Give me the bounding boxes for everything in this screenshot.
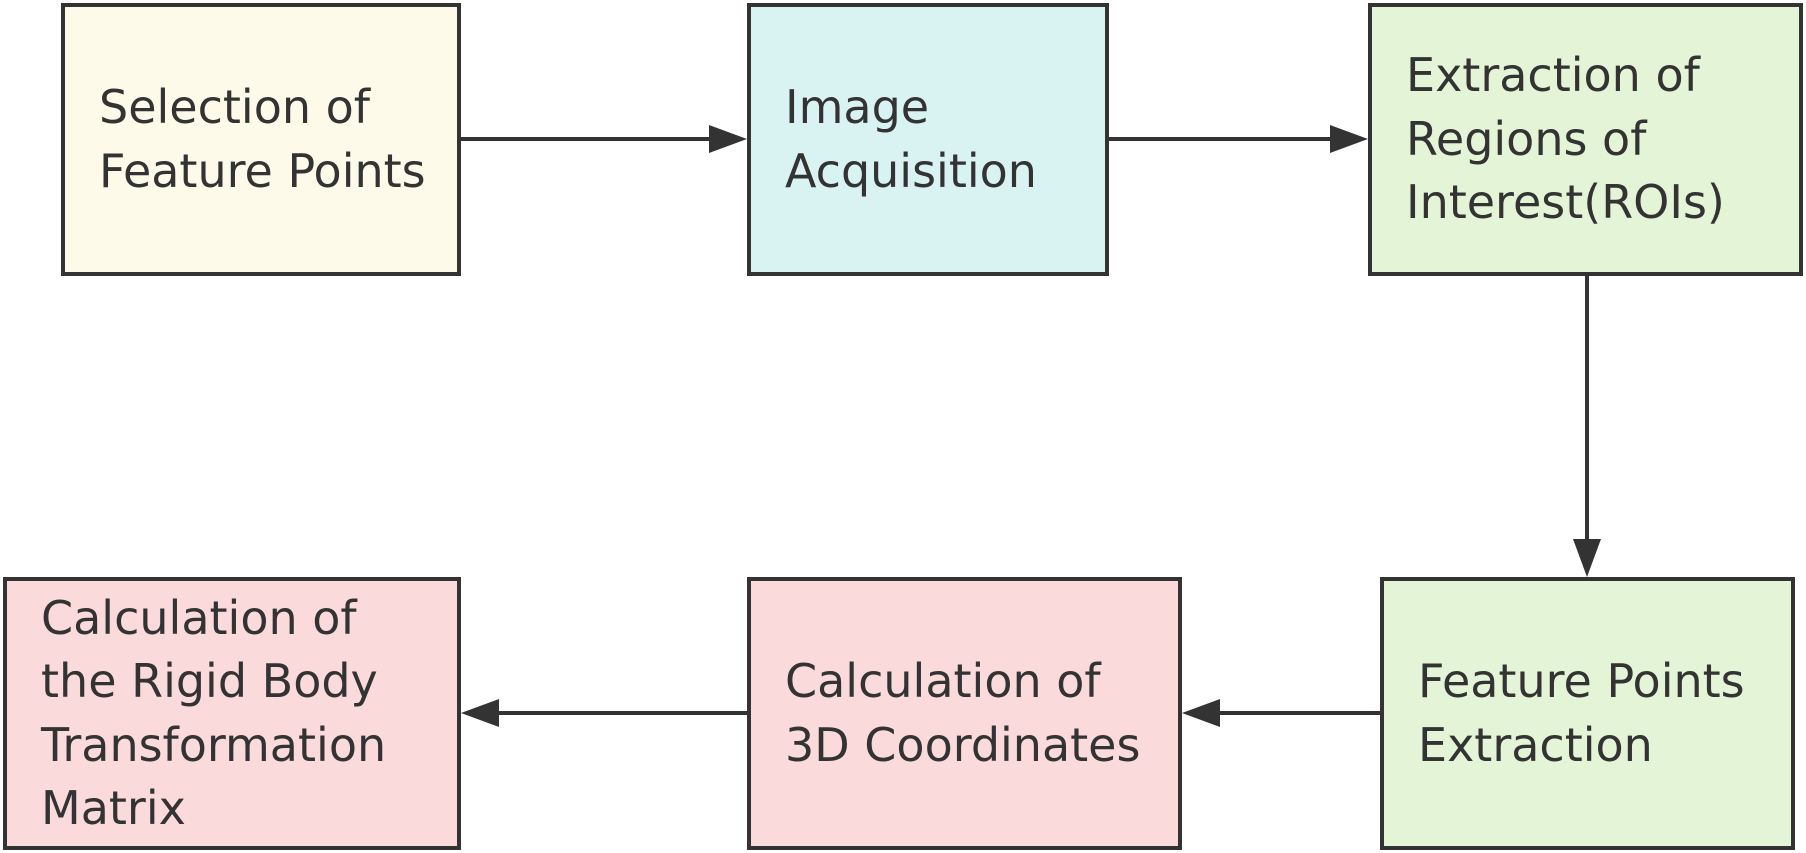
- node-feature-points-extraction: Feature Points Extraction: [1380, 577, 1795, 850]
- arrowhead-icon: [1573, 539, 1601, 577]
- node-label: Selection of Feature Points: [99, 80, 426, 198]
- edge-features-to-coords: [1182, 699, 1380, 727]
- node-label: Calculation of 3D Coordinates: [785, 654, 1141, 772]
- node-label: Extraction of Regions of Interest(ROIs): [1406, 48, 1725, 230]
- arrowhead-icon: [461, 699, 499, 727]
- arrowhead-icon: [709, 125, 747, 153]
- node-label: Image Acquisition: [785, 80, 1037, 198]
- node-extraction-of-rois: Extraction of Regions of Interest(ROIs): [1368, 3, 1803, 276]
- arrowhead-icon: [1182, 699, 1220, 727]
- node-selection-of-feature-points: Selection of Feature Points: [61, 3, 461, 276]
- edge-roi-to-features: [1573, 276, 1601, 577]
- edge-coords-to-matrix: [461, 699, 747, 727]
- node-label: Calculation of the Rigid Body Transforma…: [41, 590, 387, 835]
- edge-acquisition-to-roi: [1109, 125, 1368, 153]
- edge-selection-to-acquisition: [461, 125, 747, 153]
- node-calculation-of-3d-coordinates: Calculation of 3D Coordinates: [747, 577, 1182, 850]
- node-image-acquisition: Image Acquisition: [747, 3, 1109, 276]
- node-calculation-of-transformation-matrix: Calculation of the Rigid Body Transforma…: [3, 577, 461, 850]
- node-label: Feature Points Extraction: [1418, 654, 1745, 772]
- arrowhead-icon: [1330, 125, 1368, 153]
